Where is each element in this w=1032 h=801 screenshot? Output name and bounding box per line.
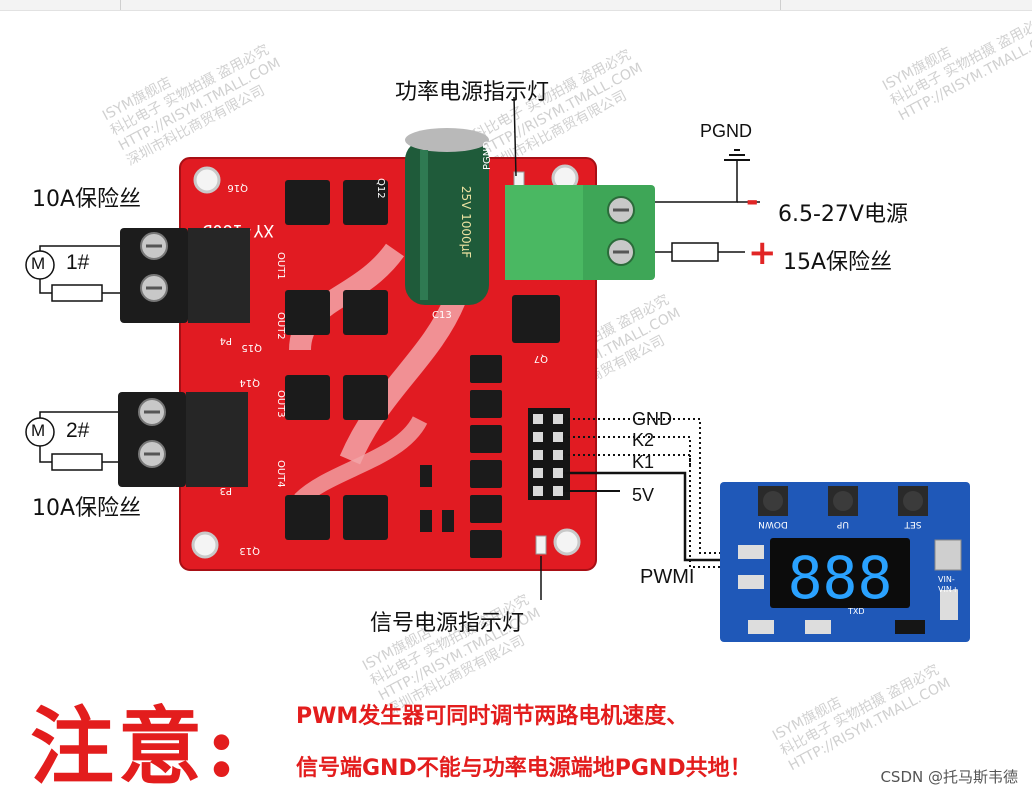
fuse-15a-label: 15A保险丝 xyxy=(783,250,893,275)
motor2-label: 2# xyxy=(66,419,90,442)
supply-wiring xyxy=(655,149,760,262)
silk-label: OUT1 xyxy=(275,252,286,280)
mount-hole xyxy=(193,166,221,194)
fuse-10a-2 xyxy=(51,453,103,471)
smd-diode xyxy=(420,465,432,487)
silk-label: C13 xyxy=(432,310,452,321)
mosfet xyxy=(285,375,330,420)
power-indicator-pointer xyxy=(513,96,517,177)
fuse-15a xyxy=(671,242,719,262)
silk-label: Q7 xyxy=(534,353,548,364)
pwm-buttons xyxy=(758,486,928,516)
motor2-circuit xyxy=(25,411,118,471)
pwm-silk: VIN+ xyxy=(938,585,959,594)
pwm-silk: VIN- xyxy=(938,575,955,584)
fuse-10a-1 xyxy=(51,284,103,302)
csdn-credit: CSDN @托马斯韦德 xyxy=(880,768,1018,786)
driver-ic xyxy=(470,460,502,488)
pwm-module: DOWN UP SET 888 TXD VIN- VIN+ xyxy=(720,482,970,642)
silk-label: P3 xyxy=(220,485,232,496)
silk-label: P4 xyxy=(220,335,232,346)
mount-hole xyxy=(191,531,219,559)
plus-sign: + xyxy=(748,233,777,273)
power-indicator-label: 功率电源指示灯 xyxy=(395,80,550,105)
fuse-10a-bottom-label: 10A保险丝 xyxy=(32,496,142,521)
motor1-circuit xyxy=(25,245,120,302)
motor2-symbol-label: M xyxy=(31,421,46,440)
driver-ic xyxy=(470,425,502,453)
top-strip-divider xyxy=(780,0,781,10)
driver-ic xyxy=(470,495,502,523)
driver-ic xyxy=(470,355,502,383)
minus-sign: - xyxy=(746,184,759,219)
motor1-terminal xyxy=(120,228,250,323)
note-line-1: PWM发生器可同时调节两路电机速度、 xyxy=(296,704,689,729)
signal-indicator-label: 信号电源指示灯 xyxy=(370,611,525,636)
button-label-up: UP xyxy=(836,519,849,529)
mount-hole xyxy=(553,528,581,556)
capacitor-text: 25V 1000μF xyxy=(459,186,473,258)
v5-label: 5V xyxy=(632,485,655,505)
silk-label: OUT4 xyxy=(275,460,286,488)
micro-usb xyxy=(934,539,962,571)
fuse-10a-top-label: 10A保险丝 xyxy=(32,187,142,212)
silk-label: Q15 xyxy=(241,342,262,353)
mosfet xyxy=(512,295,560,343)
pgnd-label: PGND xyxy=(700,121,753,141)
note-line-2: 信号端GND不能与功率电源端地PGND共地！ xyxy=(296,756,752,781)
silk-label: Q14 xyxy=(239,377,260,388)
k2-label: K2 xyxy=(632,430,655,450)
driver-ic xyxy=(470,530,502,558)
mosfet-array xyxy=(285,180,560,540)
motor1-symbol-label: M xyxy=(31,254,46,273)
window-top-strip xyxy=(0,0,1032,11)
gnd-label: GND xyxy=(632,409,672,429)
top-strip-divider xyxy=(120,0,121,10)
silk-label: Q16 xyxy=(227,182,248,193)
silk-label: Q13 xyxy=(239,545,260,556)
button-label-down: DOWN xyxy=(758,519,788,529)
signal-wiring xyxy=(563,418,720,568)
display-digits: 888 xyxy=(788,544,893,612)
signal-led xyxy=(535,535,547,555)
board-edge-shade xyxy=(179,157,597,571)
mosfet xyxy=(343,180,388,225)
driver-ic xyxy=(470,390,502,418)
k1-label: K1 xyxy=(632,452,655,472)
silk-label: OUT3 xyxy=(275,390,286,418)
mosfet xyxy=(285,180,330,225)
mosfet xyxy=(285,290,330,335)
pwmi-label: PWMI xyxy=(640,566,695,588)
smd-diode xyxy=(442,510,454,532)
supply-label: 6.5-27V电源 xyxy=(778,202,908,227)
button-label-set: SET xyxy=(904,519,921,529)
board-trace xyxy=(339,295,466,465)
mosfet xyxy=(343,375,388,420)
electrolytic-capacitor: 25V 1000μF xyxy=(405,128,489,305)
motor1-label: 1# xyxy=(66,251,90,274)
motor2-terminal xyxy=(118,392,248,487)
board-trace xyxy=(294,415,428,506)
mosfet xyxy=(343,290,388,335)
smd-diode xyxy=(420,510,432,532)
pwm-silk: TXD xyxy=(847,607,865,616)
silk-label: OUT2 xyxy=(275,312,286,340)
seven-segment-display xyxy=(770,538,910,608)
driver-ic-column xyxy=(470,355,502,558)
silk-label: Q12 xyxy=(375,178,386,199)
mosfet xyxy=(285,495,330,540)
note-heading: 注意: xyxy=(30,697,242,796)
mosfet xyxy=(343,495,388,540)
silk-label: PGND xyxy=(482,141,493,170)
power-terminal xyxy=(505,185,655,280)
